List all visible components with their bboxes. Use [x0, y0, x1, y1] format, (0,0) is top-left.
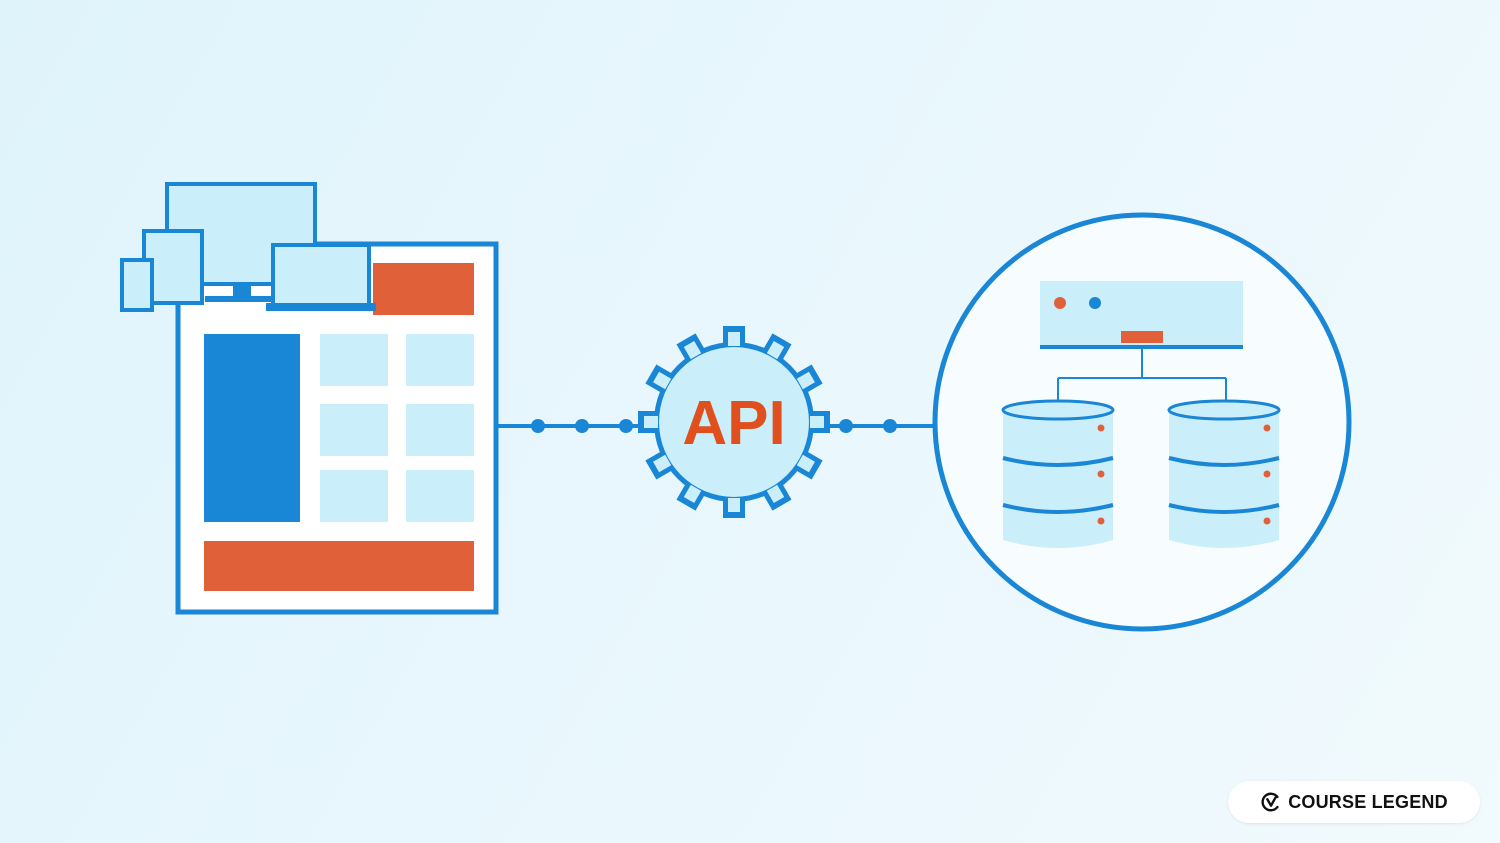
- laptop-icon: [271, 243, 371, 307]
- database-icon: [1167, 399, 1281, 548]
- phone-icon: [120, 258, 154, 312]
- app-grid-tile: [406, 334, 474, 386]
- laptop-base: [266, 303, 376, 311]
- connector-dot: [575, 419, 589, 433]
- app-header-bar: [373, 263, 474, 315]
- server-drawer-edge: [1040, 345, 1243, 349]
- app-sidebar-panel: [204, 334, 300, 522]
- connector-left: [498, 419, 640, 433]
- server-database-icon: [932, 212, 1352, 632]
- monitor-stand: [233, 284, 251, 298]
- connector-dot: [839, 419, 853, 433]
- brand-watermark: COURSE LEGEND: [1228, 781, 1480, 823]
- app-grid-tile: [320, 404, 388, 456]
- api-label: API: [682, 389, 785, 458]
- server-circle: [932, 212, 1352, 632]
- gear-body: [659, 347, 809, 497]
- brand-name: COURSE LEGEND: [1288, 791, 1448, 812]
- server-status-light: [1054, 297, 1066, 309]
- course-legend-logo-icon: [1261, 792, 1279, 812]
- server-unit: [1040, 281, 1243, 329]
- connector-dot: [619, 419, 633, 433]
- server-status-light: [1089, 297, 1101, 309]
- connector-right: [828, 419, 936, 433]
- monitor-base: [205, 296, 277, 302]
- gear-icon: API: [638, 326, 830, 518]
- server-drive-slot: [1121, 331, 1163, 343]
- app-grid-tile: [406, 470, 474, 522]
- connector-dot: [883, 419, 897, 433]
- connector-dot: [531, 419, 545, 433]
- gear-teeth-inner: [644, 332, 824, 512]
- app-grid-tile: [320, 334, 388, 386]
- server-tree-connector: [1057, 349, 1227, 405]
- devices-icon: [120, 182, 376, 312]
- app-footer-bar: [204, 541, 474, 591]
- app-grid-tile: [320, 470, 388, 522]
- database-icon: [1001, 399, 1115, 548]
- app-grid-tile: [406, 404, 474, 456]
